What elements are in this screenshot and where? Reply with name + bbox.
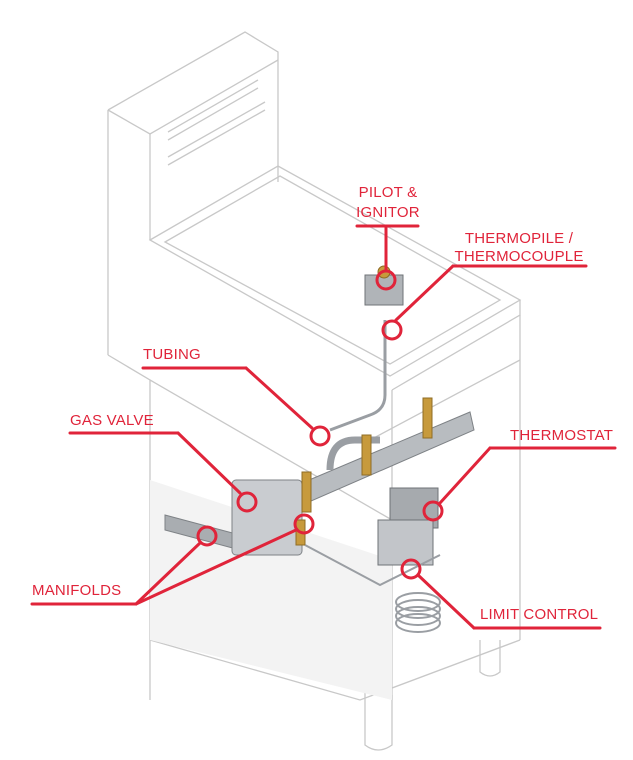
label-thermostat: THERMOSTAT bbox=[510, 427, 614, 444]
tubing-pipe bbox=[326, 436, 380, 471]
label-thermopile-line1: THERMOPILE / bbox=[464, 230, 574, 247]
limit-control-coil bbox=[395, 592, 441, 633]
gas-valve-callout-circle bbox=[236, 491, 258, 513]
limit-control-callout-circle bbox=[400, 558, 422, 580]
thermopile-callout-circle bbox=[381, 319, 403, 341]
manifold-callout-circle-1 bbox=[196, 525, 218, 547]
label-thermopile-line2: THERMOCOUPLE bbox=[454, 248, 584, 265]
manifold-callout-circle-2 bbox=[293, 513, 315, 535]
label-pilot-line2: IGNITOR bbox=[356, 204, 420, 221]
label-limit-control: LIMIT CONTROL bbox=[480, 606, 599, 623]
label-pilot-line1: PILOT & bbox=[358, 184, 418, 201]
tubing-callout-circle bbox=[309, 425, 331, 447]
label-manifolds: MANIFOLDS bbox=[32, 582, 122, 599]
callouts bbox=[30, 224, 617, 630]
pilot-callout-circle bbox=[375, 269, 397, 291]
gas-components bbox=[164, 265, 475, 633]
label-tubing: TUBING bbox=[143, 346, 201, 363]
label-gas-valve: GAS VALVE bbox=[70, 412, 154, 429]
thermostat-callout-circle bbox=[422, 500, 444, 522]
